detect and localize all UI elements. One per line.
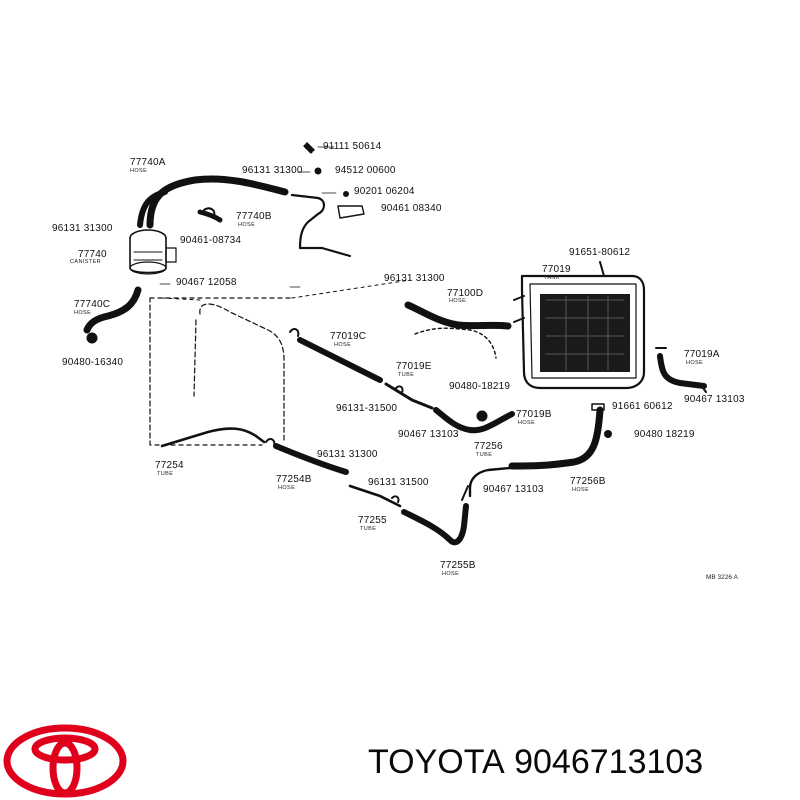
label-91651-80612: 91651-80612 <box>569 247 631 258</box>
label-77019e: 77019E <box>396 361 432 372</box>
drawing-reference-code: MB 3226 A <box>706 574 738 581</box>
label-96131-31300-top: 96131 31300 <box>242 165 303 176</box>
tube-77019e <box>384 382 434 410</box>
clip-90201-06204 <box>343 191 349 197</box>
clamp-96131-31500-b <box>391 495 400 503</box>
clamp-90461-08734 <box>203 207 216 217</box>
fuel-evaporation-system-drawing <box>83 142 707 546</box>
label-90480-18219-b: 90480 18219 <box>634 429 695 440</box>
tube-upper-line <box>290 193 352 258</box>
label-77740b: 77740B <box>236 211 272 222</box>
label-96131-31300-mid: 96131 31300 <box>384 273 445 284</box>
label-90467-13103-bottom: 90467 13103 <box>483 484 544 495</box>
part-caption: TOYOTA 9046713103 <box>368 742 703 782</box>
label-90201-06204: 90201 06204 <box>354 186 415 197</box>
label-77740c-sub: HOSE <box>74 310 92 316</box>
plug-90480-18219-b <box>604 430 612 438</box>
brand-name: TOYOTA <box>368 743 505 781</box>
label-77256b: 77256B <box>570 476 606 487</box>
tube-77256 <box>468 466 512 498</box>
toyota-logo-icon <box>3 724 127 798</box>
label-77019e-sub: TUBE <box>398 372 415 378</box>
label-94512-00600: 94512 00600 <box>335 165 396 176</box>
tube-77255b-end <box>461 485 469 501</box>
plug-90480-18219 <box>476 410 488 422</box>
label-77019c: 77019C <box>330 331 367 342</box>
hose-77256b <box>508 406 604 470</box>
label-90467-12058: 90467 12058 <box>176 277 237 288</box>
bracket-90461-08340 <box>337 205 365 219</box>
hose-77740b <box>197 209 223 223</box>
hose-77100d <box>404 301 512 330</box>
logo-vertical-ring <box>49 739 81 797</box>
label-90461-08340: 90461 08340 <box>381 203 442 214</box>
label-77740: 77740 <box>78 249 107 260</box>
label-77256-sub: TUBE <box>476 452 493 458</box>
label-77740a-sub: HOSE <box>130 168 148 174</box>
hose-77254b <box>273 443 349 475</box>
label-77019: 77019 <box>542 264 571 275</box>
label-90467-13103-mid: 90467 13103 <box>398 429 459 440</box>
label-77019b-sub: HOSE <box>518 420 536 426</box>
frame-dashed-outline <box>149 297 293 446</box>
label-77019-sub: TANK <box>544 275 560 281</box>
label-77740-sub: CANISTER <box>70 259 102 265</box>
label-77019b: 77019B <box>516 409 552 420</box>
label-77019c-sub: HOSE <box>334 342 352 348</box>
logo-horizontal-ring <box>31 734 99 764</box>
label-96131-31300-bottom: 96131 31300 <box>317 449 378 460</box>
label-77255b: 77255B <box>440 560 476 571</box>
hose-77019c <box>297 337 383 383</box>
label-77254b: 77254B <box>276 474 312 485</box>
hose-77019a <box>657 353 707 389</box>
label-77256b-sub: HOSE <box>572 487 590 493</box>
label-77255-sub: TUBE <box>360 526 377 532</box>
label-77740c: 77740C <box>74 299 111 310</box>
hose-77740a <box>146 175 289 229</box>
fuel-tank-ghost-outline <box>193 303 285 441</box>
label-77740a: 77740A <box>130 157 166 168</box>
canister-77740 <box>129 229 177 275</box>
hose-77255b <box>401 503 469 546</box>
label-96131-31300-left: 96131 31300 <box>52 223 113 234</box>
leader-lines <box>159 146 337 288</box>
hose-77740a-branch <box>137 189 168 228</box>
hose-77740c <box>83 286 142 334</box>
label-77255b-sub: HOSE <box>442 571 460 577</box>
clamp-96131-31300-b <box>265 438 276 447</box>
label-90467-13103-right: 90467 13103 <box>684 394 745 405</box>
clamp-96131-31300-c <box>289 328 300 337</box>
label-77019a-sub: HOSE <box>686 360 704 366</box>
label-90461-08734: 90461-08734 <box>180 235 242 246</box>
part-number: 9046713103 <box>514 743 704 781</box>
tank-77019 <box>513 261 646 390</box>
clamp-91661-60612 <box>591 403 605 411</box>
label-77256: 77256 <box>474 441 503 452</box>
label-96131-31500: 96131-31500 <box>336 403 398 414</box>
tube-77254 <box>160 427 266 448</box>
label-96131-31500-b: 96131 31500 <box>368 477 429 488</box>
tube-77255 <box>348 484 402 508</box>
label-77019a: 77019A <box>684 349 720 360</box>
hose-77019b <box>433 407 515 434</box>
label-77100d-sub: HOSE <box>449 298 467 304</box>
label-90480-16340: 90480-16340 <box>62 357 124 368</box>
label-77100d: 77100D <box>447 288 484 299</box>
label-90480-18219: 90480-18219 <box>449 381 511 392</box>
label-77255: 77255 <box>358 515 387 526</box>
tank-dashed-outline <box>161 279 411 301</box>
hose-77100d-ghost <box>414 327 497 359</box>
grommet-94512-00600 <box>314 167 322 175</box>
label-77254: 77254 <box>155 460 184 471</box>
clamp-96131-31500 <box>395 385 404 393</box>
bolt-91111-50614 <box>303 142 315 154</box>
plug-90480-16340 <box>86 332 98 344</box>
label-91111-50614: 91111 50614 <box>323 141 382 152</box>
label-91661-60612: 91661 60612 <box>612 401 673 412</box>
clamp-77019a <box>655 347 707 393</box>
label-77254-sub: TUBE <box>157 471 174 477</box>
label-77254b-sub: HOSE <box>278 485 296 491</box>
label-77740b-sub: HOSE <box>238 222 256 228</box>
